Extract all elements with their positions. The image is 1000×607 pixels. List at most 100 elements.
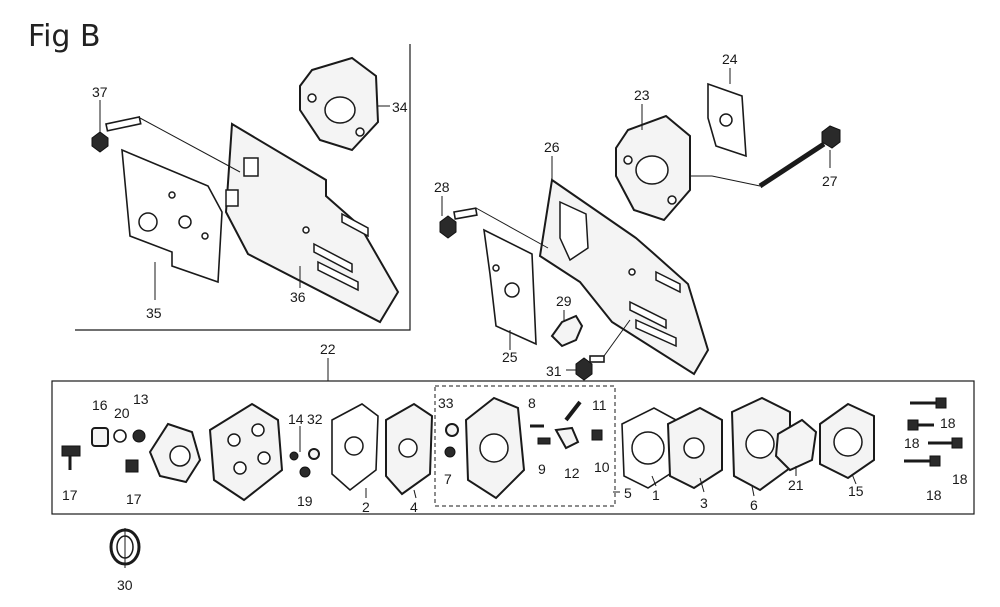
callout-3: 3	[700, 495, 708, 511]
callout-12: 12	[564, 465, 580, 481]
gasket-2-hole	[344, 436, 364, 456]
callout-35: 35	[146, 305, 162, 321]
plate-36-slot	[317, 260, 359, 292]
callout-17: 17	[62, 487, 78, 503]
gasket-35-hole	[168, 191, 176, 199]
adapter-34-hole	[307, 93, 317, 103]
leader-4	[413, 489, 417, 499]
bolt-37-head	[91, 131, 109, 153]
callout-18: 18	[952, 471, 968, 487]
plate-36-slot	[341, 212, 369, 238]
bolt-31-shaft	[589, 355, 605, 363]
callout-9: 9	[538, 461, 546, 477]
callout-22: 22	[320, 341, 336, 357]
callout-7: 7	[444, 471, 452, 487]
bolt-28-head	[439, 215, 457, 239]
figure-title: Fig B	[28, 19, 101, 54]
leader-6	[751, 485, 755, 497]
carb-body-port	[251, 423, 265, 437]
callout-15: 15	[848, 483, 864, 499]
jet-19	[299, 466, 311, 478]
pump-cover-6-dome	[745, 429, 775, 459]
carb-body-port	[233, 461, 247, 475]
plug-32	[308, 448, 320, 460]
diaphragm-4-hole	[398, 438, 418, 458]
plug-16	[91, 427, 109, 447]
leader-3	[699, 477, 705, 493]
gasket-24-hole	[719, 113, 733, 127]
callout-18: 18	[926, 487, 942, 503]
lever-12	[554, 426, 580, 450]
bolt-27-head	[821, 125, 841, 149]
plate-36-slot	[225, 189, 239, 207]
callout-21: 21	[788, 477, 804, 493]
callout-20: 20	[114, 405, 130, 421]
callout-1: 1	[652, 487, 660, 503]
callout-6: 6	[750, 497, 758, 513]
callout-36: 36	[290, 289, 306, 305]
carburetor-assembly-frame	[51, 380, 975, 515]
callout-24: 24	[722, 51, 738, 67]
carb-body-port	[257, 451, 271, 465]
callout-23: 23	[634, 87, 650, 103]
callout-16: 16	[92, 397, 108, 413]
callout-14: 14	[288, 411, 304, 427]
gasket-1-hole	[631, 431, 665, 465]
throttle-lever-hole	[169, 445, 191, 467]
callout-27: 27	[822, 173, 838, 189]
gasket-25-hole	[492, 264, 500, 272]
leader-28-axis	[475, 207, 549, 249]
needle-7	[444, 446, 456, 458]
screw-18	[910, 397, 947, 409]
bolt-28-shaft	[453, 207, 478, 220]
leader-15	[851, 473, 857, 485]
clip-29	[550, 314, 584, 348]
screw-17	[61, 445, 81, 457]
gasket-35	[121, 148, 223, 284]
leader-27-axis	[711, 175, 761, 187]
adapter-34-hole	[355, 127, 365, 137]
primer-cover-15-opening	[833, 427, 863, 457]
callout-18: 18	[904, 435, 920, 451]
callout-28: 28	[434, 179, 450, 195]
washer-20	[113, 429, 127, 443]
callout-33: 33	[438, 395, 454, 411]
screw-18	[928, 437, 963, 449]
carburetor-body	[208, 402, 284, 502]
plate-36-slot	[243, 157, 259, 177]
callout-8: 8	[528, 395, 536, 411]
callout-11: 11	[592, 397, 607, 413]
screw-18	[907, 419, 934, 431]
gasket-25-hole	[504, 282, 520, 298]
leader-37-axis	[139, 117, 241, 173]
pump-body-5-chamber	[479, 433, 509, 463]
callout-4: 4	[410, 499, 418, 515]
screw-18	[904, 455, 941, 467]
callout-13: 13	[133, 391, 149, 407]
spring-9	[537, 437, 551, 445]
plate-26-slot	[629, 300, 667, 330]
jet-14	[289, 451, 299, 461]
callout-25: 25	[502, 349, 518, 365]
plate-26-slot	[655, 270, 681, 294]
callout-29: 29	[556, 293, 572, 309]
callout-34: 34	[392, 99, 408, 115]
adapter-23-port	[635, 155, 669, 185]
diaphragm-3-hole	[683, 437, 705, 459]
callout-5: 5	[624, 485, 632, 501]
carb-body-port	[227, 433, 241, 447]
nut-13	[132, 429, 146, 443]
adapter-23-hole	[623, 155, 633, 165]
adapter-23-hole	[667, 195, 677, 205]
callout-2: 2	[362, 499, 370, 515]
plate-26-hole	[628, 268, 636, 276]
plate-36-hole	[302, 226, 310, 234]
plate-26-window	[559, 200, 589, 262]
callout-31: 31	[546, 363, 562, 379]
plate-36-slot	[313, 242, 353, 274]
callout-26: 26	[544, 139, 560, 155]
upper-left-frame	[75, 44, 411, 331]
adapter-34-port	[324, 96, 356, 124]
gasket-35-hole	[178, 215, 192, 229]
callout-17: 17	[126, 491, 142, 507]
